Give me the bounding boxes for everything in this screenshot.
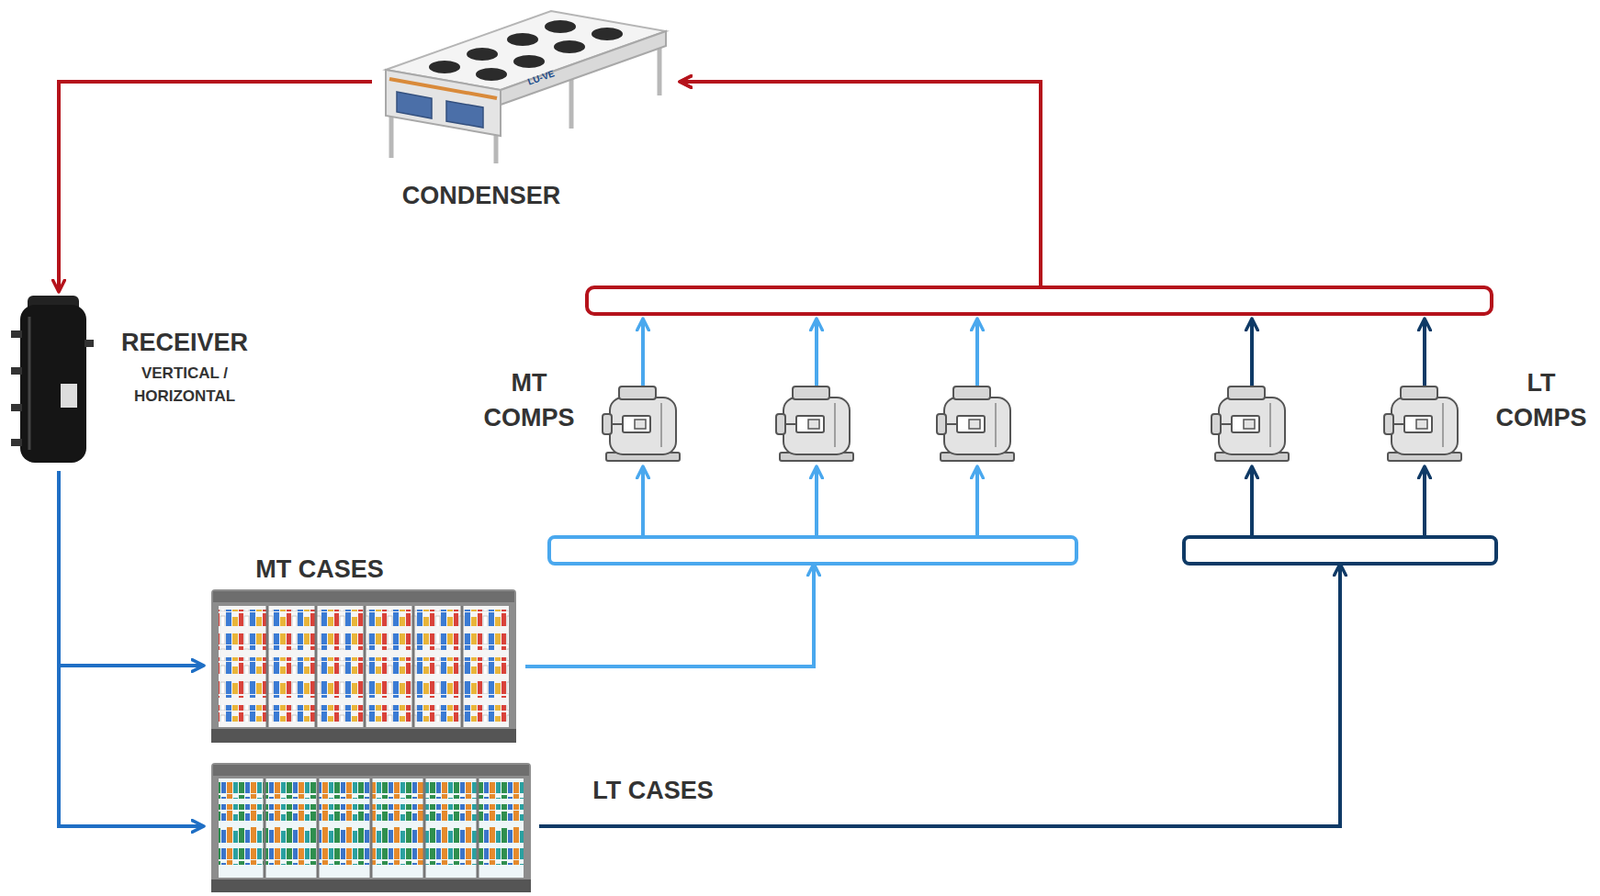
lt-case-illustration [211,763,531,889]
compressor-symbol [1384,386,1462,462]
condenser-unit: CONDENSER [371,4,680,212]
lt-case-illustration [211,763,531,893]
receiver-illustration [20,304,87,463]
receiver-illustration [60,383,78,408]
brand-logo: LU-VE [526,68,556,87]
condenser-illustration [446,101,484,128]
condenser-illustration [385,11,666,164]
compressor-flow-arrow [975,318,980,391]
compressor-symbol [936,386,1015,462]
condenser-illustration [428,60,461,74]
mt-case-illustration [211,729,517,744]
lt-display-case: LT CASES [203,758,540,895]
compressor-flow-arrow [1250,466,1254,536]
condenser-illustration [475,67,508,81]
receiver-illustration [11,295,94,463]
refrigerant-line [679,81,1195,288]
header-manifold [549,287,1497,564]
receiver-illustration [84,339,94,348]
compressor-flow-arrow [1250,318,1254,391]
compressor-flow-arrow [975,466,980,536]
compressor-flow-arrow [641,466,645,536]
condenser-illustration [389,113,395,158]
lt-case-illustration [316,778,320,879]
compressor-flow-arrow [1422,318,1427,391]
receiver-illustration [11,404,23,412]
receiver-illustration [11,439,23,447]
condenser-illustration [544,20,576,34]
mt-case-illustration [211,589,517,744]
mt-display-case: MT CASES [203,551,526,746]
compressor-symbol [602,386,680,462]
compressor-symbol [1211,386,1289,462]
refrigerant-line [58,81,372,293]
compressor-flow-arrow [641,318,645,391]
node-heading: CONDENSER [402,183,562,209]
header-manifold [586,287,1492,315]
mt-case-illustration [363,606,367,728]
refrigerant-line [539,563,1341,827]
node-heading: RECEIVER [121,330,248,356]
refrigerant-line [679,81,1041,288]
condenser-illustration [657,47,663,96]
condenser-illustration [494,134,499,164]
mt-case-illustration [218,606,509,728]
condenser-illustration [553,40,586,54]
compressor-flow-arrow [642,318,1425,536]
lt-case-illustration [476,778,480,879]
receiver-illustration [28,316,32,451]
refrigerant-line [525,563,814,667]
compressor-flow-arrow [1422,466,1427,536]
compressor-symbol [776,386,854,462]
refrigerant-line [58,471,204,666]
node-subheading: VERTICAL / HORIZONTAL [123,361,248,408]
lt-compressor-group: LT COMPS [1180,287,1594,564]
lt-case-illustration [211,879,531,893]
node-heading: MT CASES [255,557,384,583]
condenser-illustration [507,33,539,46]
lt-case-illustration [213,765,530,777]
mt-case-illustration [315,606,318,728]
node-heading: LT COMPS [1495,365,1587,436]
header-manifold [1183,537,1497,564]
receiver-illustration [11,330,23,339]
compressor-flow-arrow [814,466,819,536]
condenser-illustration [569,78,575,129]
refrigerant-line [58,471,204,827]
mt-case-illustration [211,589,517,737]
lt-case-illustration [218,778,524,879]
compressor-flow-arrow [814,318,819,391]
condenser-illustration [396,91,432,119]
lt-case-illustration [263,778,267,879]
header-manifold [549,537,1077,564]
mt-case-illustration [461,606,464,728]
receiver-illustration [11,367,23,375]
compressor-symbol [602,386,1462,462]
condenser-illustration [591,27,623,41]
condenser-illustration [466,47,498,61]
lt-case-illustration [423,778,427,879]
mt-case-illustration [412,606,416,728]
mt-case-illustration [213,591,515,603]
node-heading: LT CASES [592,778,714,804]
mt-case-illustration [266,606,270,728]
condenser-illustration [513,55,545,68]
condenser-illustration [500,31,666,105]
mt-compressor-group: MT COMPS [477,287,1080,564]
receiver-vessel: RECEIVER VERTICAL / HORIZONTAL [7,292,251,472]
node-heading: MT COMPS [484,365,575,436]
lt-case-illustration [370,778,373,879]
